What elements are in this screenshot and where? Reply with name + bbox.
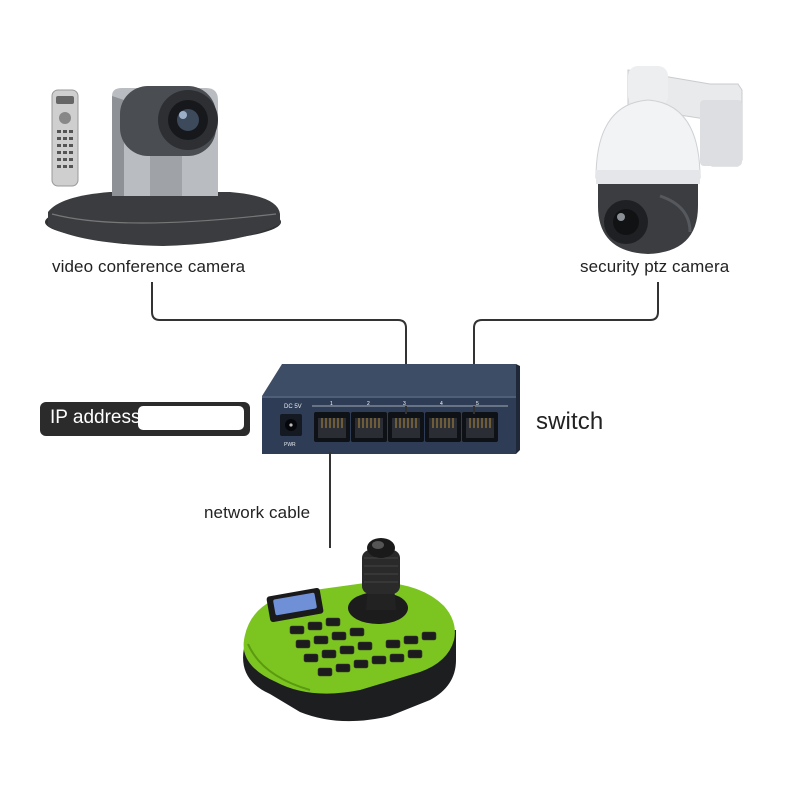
cable-ptz-camera	[473, 282, 659, 410]
ptz-dome-camera-icon	[595, 66, 743, 254]
port-3: 3	[388, 401, 424, 442]
port-3-label: 3	[403, 401, 406, 407]
video-camera-label: video conference camera	[52, 257, 246, 276]
cables	[151, 282, 659, 548]
network-switch-icon: DC 5V PWR 1 2 3	[262, 364, 520, 454]
network-cable-label: network cable	[204, 503, 311, 522]
port-2-label: 2	[367, 401, 370, 407]
port-2: 2	[351, 401, 387, 442]
ptz-camera-label: security ptz camera	[580, 257, 730, 276]
cable-video-camera	[151, 282, 407, 410]
remote-control-icon	[51, 89, 79, 187]
ip-address-label: IP address	[50, 407, 141, 428]
port-1: 1	[314, 401, 350, 442]
video-conference-camera-icon	[45, 86, 281, 246]
port-4: 4	[425, 401, 461, 442]
switch-ports: 1 2 3 4	[314, 401, 498, 442]
port-4-label: 4	[440, 401, 443, 407]
switch-label: switch	[536, 408, 604, 435]
ptz-keyboard-controller-icon	[243, 538, 456, 722]
ip-address-field[interactable]	[138, 406, 244, 430]
port-5: 5	[462, 401, 498, 442]
ip-address-box: IP address	[40, 402, 250, 436]
cable-plugs	[329, 406, 475, 456]
power-text: DC 5V	[284, 404, 302, 410]
port-5-label: 5	[476, 401, 479, 407]
port-1-label: 1	[330, 401, 333, 407]
pwr-text: PWR	[284, 442, 296, 448]
